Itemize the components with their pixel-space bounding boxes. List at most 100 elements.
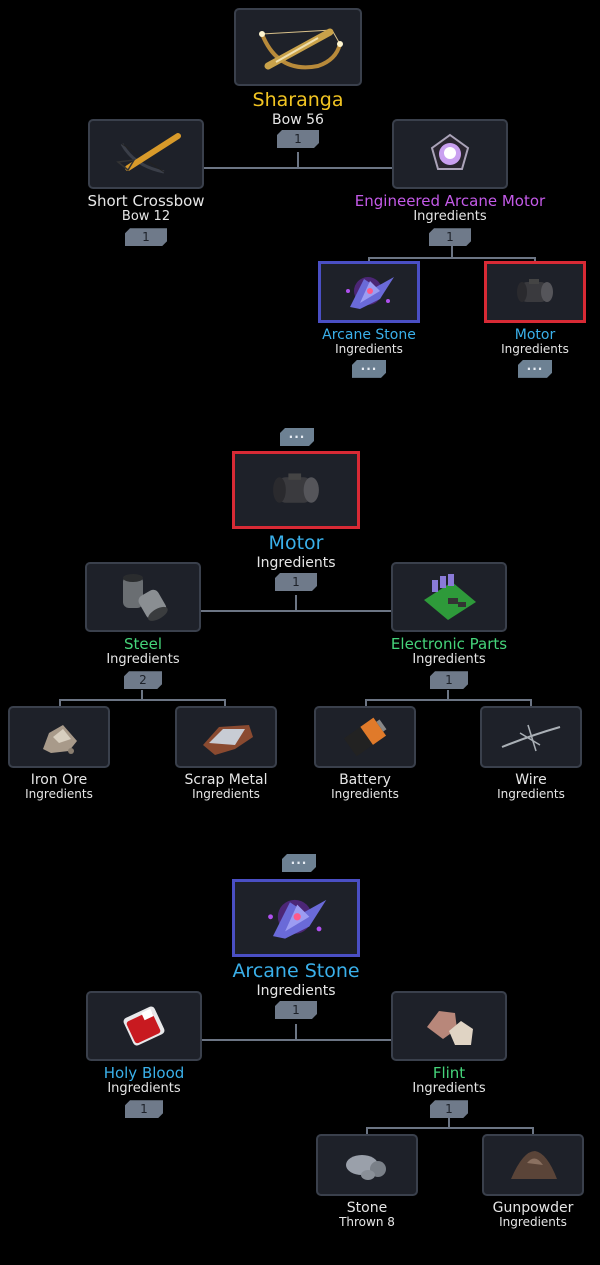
quantity-badge: 1 bbox=[125, 228, 167, 246]
expand-parent-button[interactable]: ··· bbox=[280, 428, 314, 446]
recipe-node-flint[interactable]: Flint Ingredients 1 bbox=[390, 991, 508, 1118]
item-name: Arcane Stone bbox=[232, 960, 360, 982]
recipe-node-holy-blood[interactable]: Holy Blood Ingredients 1 bbox=[84, 991, 204, 1118]
quantity-badge: 1 bbox=[430, 671, 468, 689]
iron-ore-icon bbox=[43, 725, 77, 754]
item-slot[interactable] bbox=[86, 991, 202, 1061]
item-name: Sharanga bbox=[252, 89, 344, 111]
item-slot[interactable] bbox=[392, 119, 508, 189]
connector-line bbox=[534, 257, 536, 263]
quantity-badge: 1 bbox=[275, 573, 317, 591]
item-name: Motor bbox=[268, 532, 324, 554]
item-name: Electronic Parts bbox=[390, 635, 508, 653]
arcane-stone-icon bbox=[346, 277, 394, 309]
recipe-node-steel[interactable]: Steel Ingredients 2 bbox=[84, 562, 202, 689]
recipe-node-electronic-parts[interactable]: Electronic Parts Ingredients 1 bbox=[374, 562, 524, 689]
item-category: Ingredients bbox=[501, 342, 569, 357]
connector-line bbox=[59, 699, 61, 707]
expand-more-button[interactable]: ··· bbox=[352, 360, 386, 378]
item-slot[interactable] bbox=[314, 706, 416, 768]
recipe-node-motor-root[interactable]: Motor Ingredients 1 bbox=[232, 451, 360, 591]
sharanga-bow-icon bbox=[259, 28, 343, 70]
item-slot[interactable] bbox=[232, 451, 360, 529]
recipe-node-gunpowder[interactable]: Gunpowder Ingredients bbox=[482, 1134, 584, 1230]
item-name: Holy Blood bbox=[103, 1064, 185, 1082]
item-name: Steel bbox=[123, 635, 163, 653]
item-category: Ingredients bbox=[335, 342, 403, 357]
arcane-stone-icon bbox=[268, 899, 327, 939]
item-category: Ingredients bbox=[413, 209, 487, 225]
recipe-node-scrap-metal[interactable]: Scrap Metal Ingredients bbox=[166, 706, 286, 802]
connector-line bbox=[368, 257, 536, 259]
wire-icon bbox=[501, 724, 561, 752]
connector-line bbox=[199, 610, 391, 612]
item-slot[interactable] bbox=[480, 706, 582, 768]
recipe-node-arcane-stone[interactable]: Arcane Stone Ingredients ··· bbox=[309, 261, 429, 378]
recipe-node-engineered-arcane-motor[interactable]: Engineered Arcane Motor Ingredients 1 bbox=[342, 119, 558, 246]
connector-line bbox=[365, 699, 367, 707]
connector-line bbox=[295, 1024, 297, 1040]
item-name: Battery bbox=[339, 772, 391, 788]
holy-blood-icon bbox=[123, 1006, 165, 1046]
connector-line bbox=[202, 167, 394, 169]
connector-line bbox=[295, 595, 297, 611]
item-slot[interactable] bbox=[234, 8, 362, 86]
item-slot[interactable] bbox=[175, 706, 277, 768]
item-slot[interactable] bbox=[391, 562, 507, 632]
item-slot[interactable] bbox=[316, 1134, 418, 1196]
item-slot[interactable] bbox=[482, 1134, 584, 1196]
stone-icon bbox=[346, 1155, 386, 1180]
connector-line bbox=[447, 690, 449, 700]
steel-icon bbox=[123, 574, 168, 621]
connector-line bbox=[366, 1127, 368, 1135]
item-category: Ingredients bbox=[192, 787, 260, 802]
item-name: Short Crossbow bbox=[87, 192, 205, 210]
item-name: Flint bbox=[432, 1064, 466, 1082]
gunpowder-icon bbox=[511, 1151, 557, 1179]
quantity-badge: 1 bbox=[430, 1100, 468, 1118]
recipe-node-motor[interactable]: Motor Ingredients ··· bbox=[475, 261, 595, 378]
item-slot[interactable] bbox=[391, 991, 507, 1061]
connector-line bbox=[368, 257, 370, 263]
item-name: Arcane Stone bbox=[322, 327, 416, 343]
item-category: Ingredients bbox=[412, 652, 486, 668]
item-category: Ingredients bbox=[256, 554, 336, 571]
connector-line bbox=[202, 1039, 394, 1041]
item-category: Ingredients bbox=[412, 1081, 486, 1097]
connector-line bbox=[224, 699, 226, 707]
item-slot[interactable] bbox=[85, 562, 201, 632]
recipe-node-iron-ore[interactable]: Iron Ore Ingredients bbox=[8, 706, 110, 802]
electronic-parts-icon bbox=[424, 574, 476, 620]
recipe-node-arcane-stone-root[interactable]: Arcane Stone Ingredients 1 bbox=[222, 879, 370, 1019]
recipe-node-wire[interactable]: Wire Ingredients bbox=[480, 706, 582, 802]
item-slot[interactable] bbox=[484, 261, 586, 323]
item-slot[interactable] bbox=[8, 706, 110, 768]
arcane-motor-icon bbox=[430, 133, 470, 170]
quantity-badge: 1 bbox=[275, 1001, 317, 1019]
item-category: Ingredients bbox=[256, 982, 336, 999]
recipe-node-short-crossbow[interactable]: Short Crossbow Bow 12 1 bbox=[72, 119, 220, 246]
item-name: Scrap Metal bbox=[184, 772, 268, 788]
item-category: Ingredients bbox=[107, 1081, 181, 1097]
motor-icon bbox=[273, 473, 319, 503]
item-name: Stone bbox=[346, 1200, 388, 1216]
item-category: Ingredients bbox=[106, 652, 180, 668]
battery-icon bbox=[343, 717, 387, 757]
recipe-node-sharanga[interactable]: Sharanga Bow 56 1 bbox=[234, 8, 362, 148]
quantity-badge: 1 bbox=[125, 1100, 163, 1118]
scrap-metal-icon bbox=[203, 725, 253, 755]
expand-parent-button[interactable]: ··· bbox=[282, 854, 316, 872]
flint-icon bbox=[427, 1011, 473, 1045]
connector-line bbox=[141, 690, 143, 700]
item-category: Ingredients bbox=[499, 1215, 567, 1230]
item-name: Motor bbox=[514, 327, 556, 343]
connector-line bbox=[530, 699, 532, 707]
expand-more-button[interactable]: ··· bbox=[518, 360, 552, 378]
recipe-node-battery[interactable]: Battery Ingredients bbox=[314, 706, 416, 802]
item-slot[interactable] bbox=[232, 879, 360, 957]
item-category: Ingredients bbox=[497, 787, 565, 802]
connector-line bbox=[59, 699, 226, 701]
item-slot[interactable] bbox=[318, 261, 420, 323]
recipe-node-stone[interactable]: Stone Thrown 8 bbox=[316, 1134, 418, 1230]
item-slot[interactable] bbox=[88, 119, 204, 189]
